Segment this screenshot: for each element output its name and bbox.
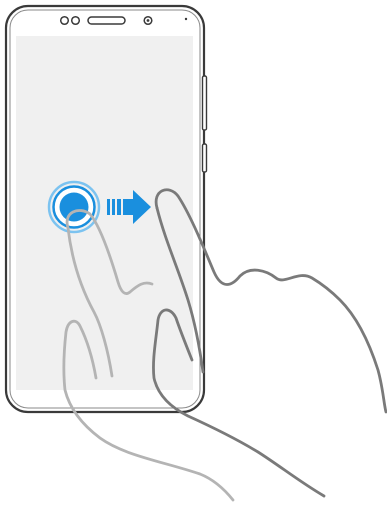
speaker-grille-icon bbox=[88, 17, 125, 24]
arrow-tail-bar-3 bbox=[117, 199, 121, 215]
volume-button bbox=[203, 76, 207, 130]
touch-point bbox=[60, 193, 89, 222]
light-sensor bbox=[185, 18, 187, 20]
arrow-tail-bar-1 bbox=[107, 199, 110, 215]
power-button bbox=[203, 144, 207, 172]
touch-ripple-icon bbox=[49, 182, 99, 232]
arrow-tail-bar-2 bbox=[112, 199, 115, 215]
camera-dot-icon bbox=[61, 17, 69, 25]
arrow-shaft bbox=[123, 199, 134, 215]
camera-dot-icon bbox=[72, 17, 80, 25]
camera-icon-lens bbox=[147, 19, 150, 22]
